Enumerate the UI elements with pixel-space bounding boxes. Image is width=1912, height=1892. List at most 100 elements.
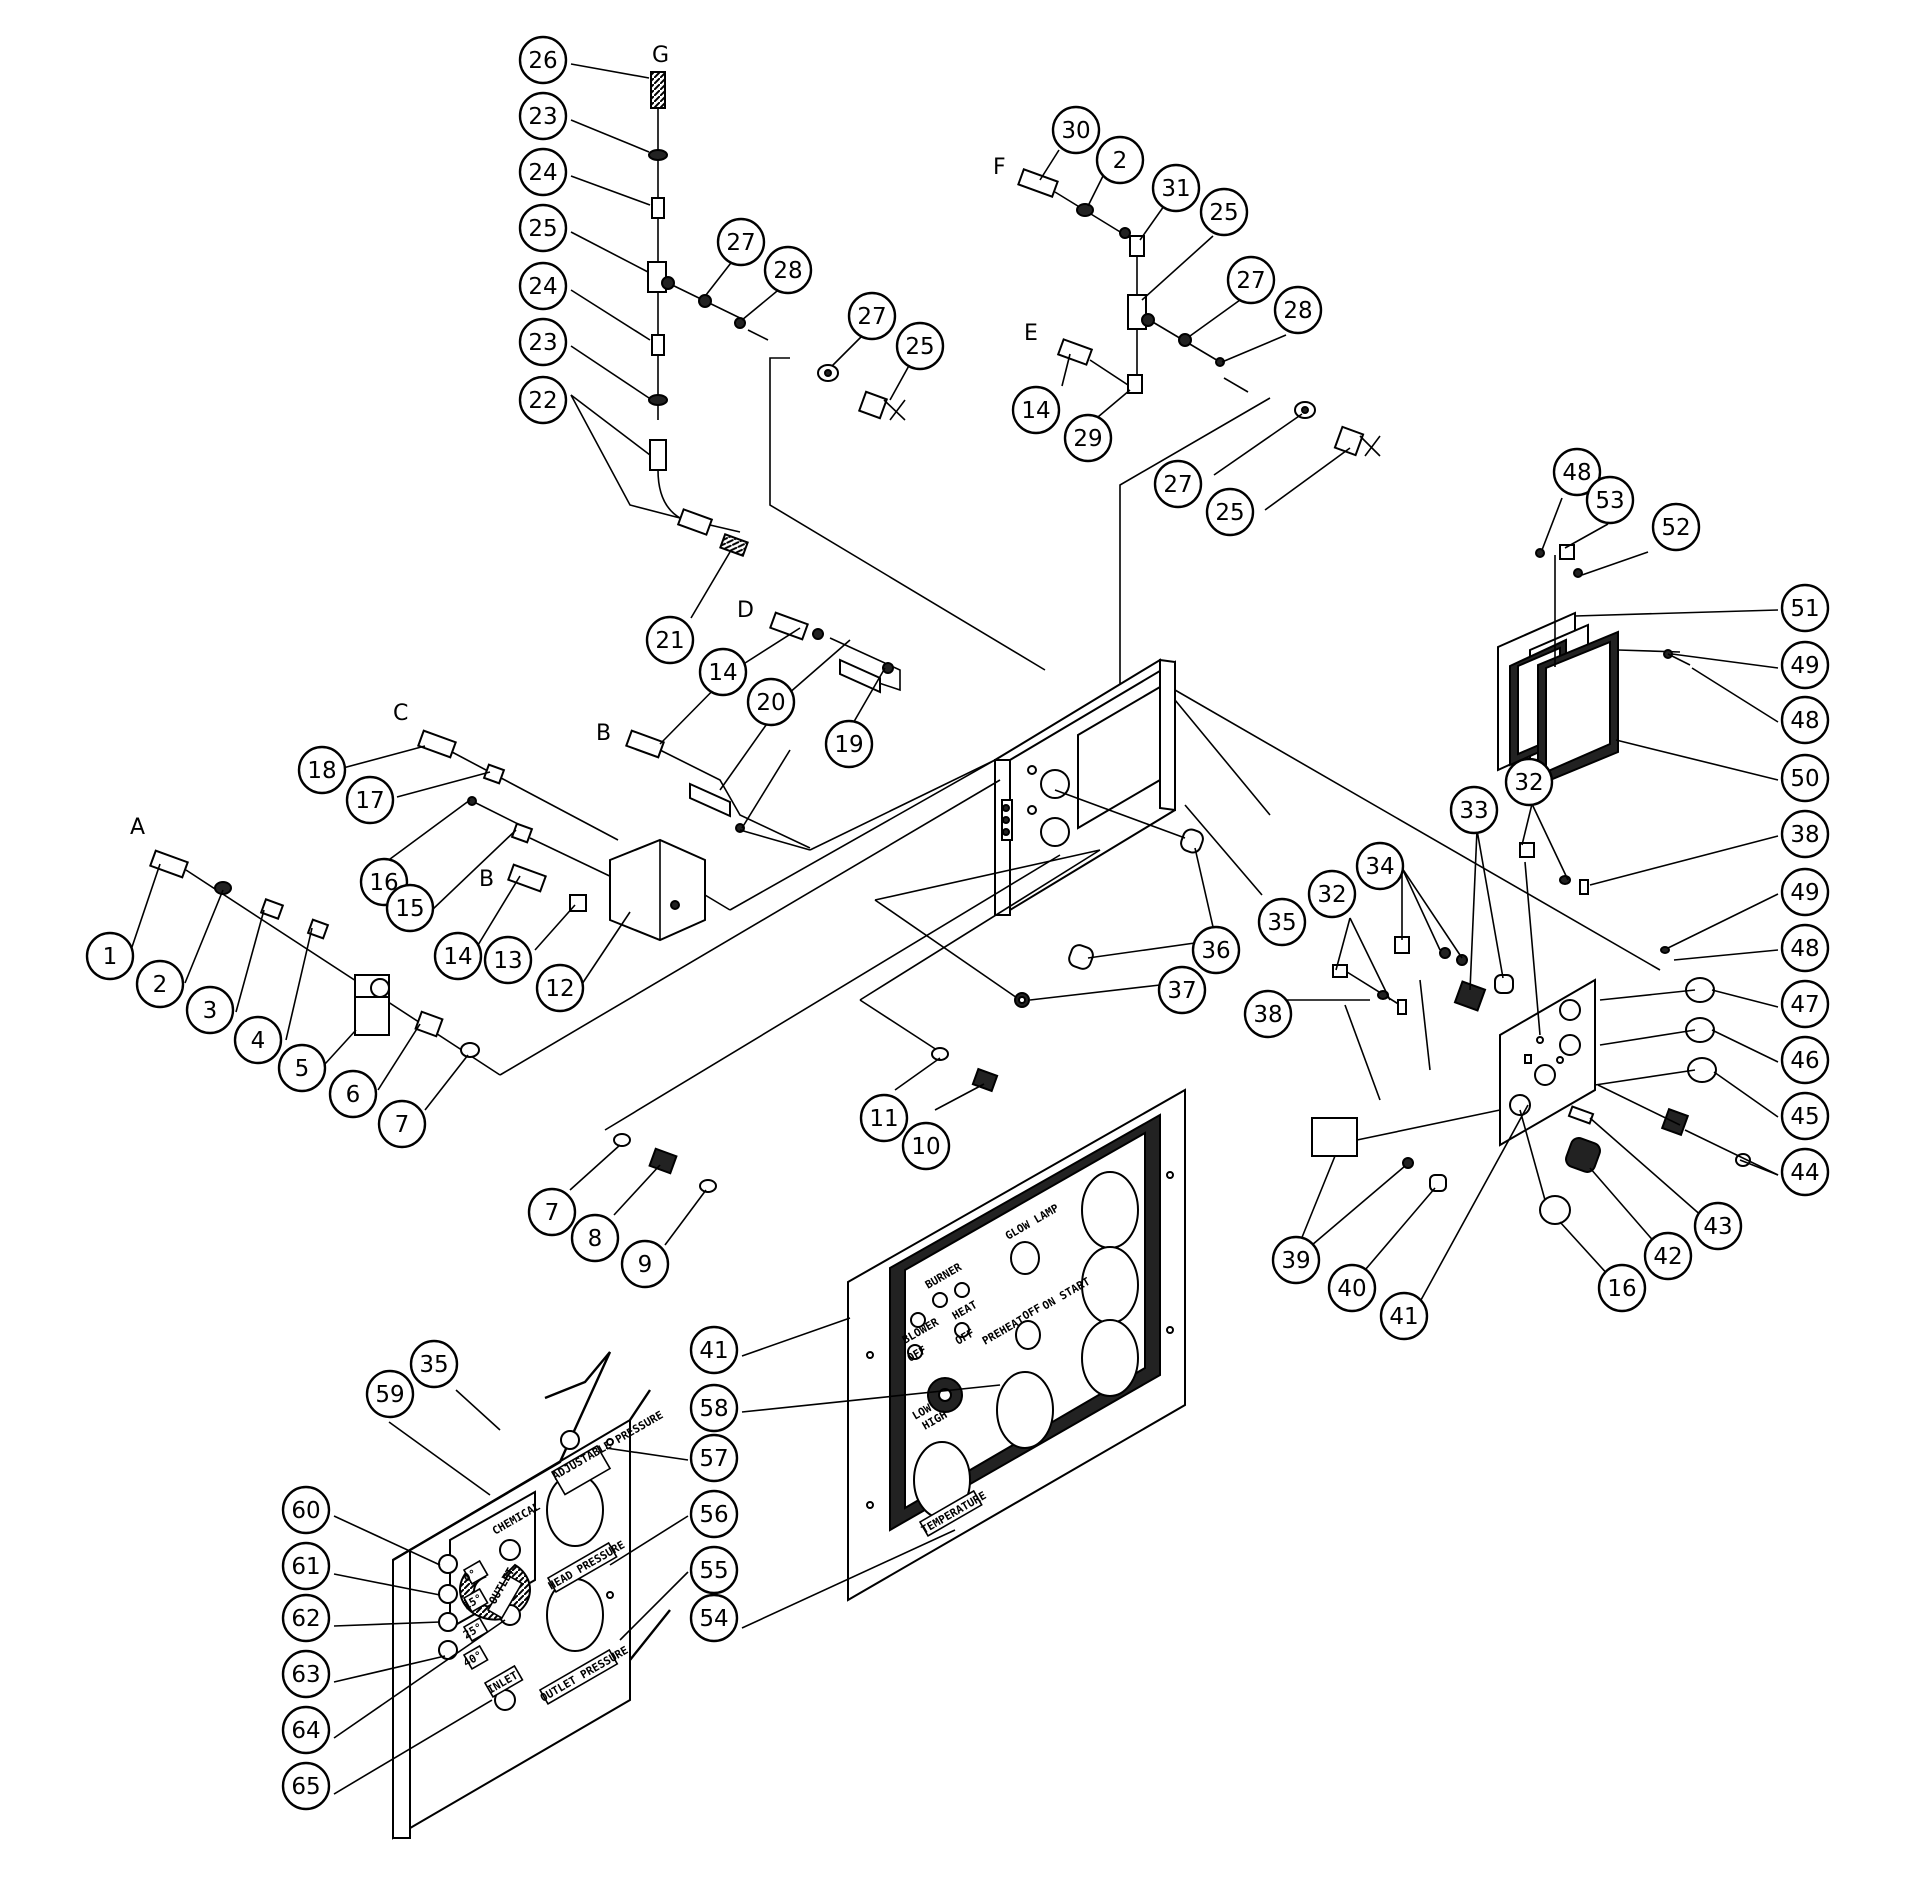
callout-number: 38 xyxy=(1253,1002,1282,1028)
callout-circle xyxy=(281,1705,331,1755)
callout-number: 38 xyxy=(1790,822,1819,848)
callout-number: 42 xyxy=(1653,1244,1682,1270)
main-panel-frame xyxy=(994,658,1661,971)
callout-25: 25 xyxy=(1199,187,1249,237)
strainer-26 xyxy=(650,71,666,109)
valve-25b xyxy=(1333,425,1365,457)
callout-circle xyxy=(716,217,766,267)
callout-28: 28 xyxy=(763,245,813,295)
callout-number: 43 xyxy=(1703,1214,1732,1240)
callout-circle xyxy=(135,959,185,1009)
callout-number: 32 xyxy=(1514,770,1543,796)
fitting-21 xyxy=(719,533,749,557)
callout-circle xyxy=(518,91,568,141)
callout-number: 12 xyxy=(545,976,574,1002)
callout-number: 31 xyxy=(1161,176,1190,202)
callout-25: 25 xyxy=(1205,487,1255,537)
callout-number: 49 xyxy=(1790,880,1819,906)
callout-circle xyxy=(1585,475,1635,525)
callout-circle xyxy=(1552,447,1602,497)
callout-circle xyxy=(1379,1291,1429,1341)
callout-circle xyxy=(1199,187,1249,237)
knob-40 xyxy=(1429,1174,1447,1192)
callout-circle xyxy=(518,261,568,311)
callout-circle xyxy=(901,1121,951,1171)
callout-32: 32 xyxy=(1307,869,1357,919)
callout-30: 30 xyxy=(1051,105,1101,155)
callout-63: 63 xyxy=(281,1649,331,1699)
callout-number: 55 xyxy=(699,1558,728,1584)
callout-circle xyxy=(1780,753,1830,803)
callout-23: 23 xyxy=(518,317,568,367)
callout-48: 48 xyxy=(1780,695,1830,745)
callout-circle xyxy=(185,985,235,1035)
callout-circle xyxy=(1780,1035,1830,1085)
callout-59: 59 xyxy=(365,1369,415,1419)
callout-48: 48 xyxy=(1552,447,1602,497)
washer-7 xyxy=(460,1042,480,1058)
callout-43: 43 xyxy=(1693,1201,1743,1251)
washer-7b xyxy=(613,1133,631,1147)
callout-circle xyxy=(689,1593,739,1643)
callout-number: 14 xyxy=(708,660,737,686)
callout-circle xyxy=(1273,285,1323,335)
callout-number: 30 xyxy=(1061,118,1090,144)
callout-number: 28 xyxy=(1283,298,1312,324)
callout-55: 55 xyxy=(689,1545,739,1595)
hose-22 xyxy=(649,439,667,471)
letter-b-1: B xyxy=(596,721,611,746)
callout-circle xyxy=(281,1761,331,1811)
callout-61: 61 xyxy=(281,1541,331,1591)
callout-circle xyxy=(518,147,568,197)
callout-34: 34 xyxy=(1355,841,1405,891)
callout-circle xyxy=(1205,487,1255,537)
assembly-a xyxy=(149,779,1001,1076)
hole-b xyxy=(1040,817,1070,847)
callout-circle xyxy=(345,775,395,825)
callout-number: 25 xyxy=(1209,200,1238,226)
callout-41: 41 xyxy=(1379,1291,1429,1341)
callout-33: 33 xyxy=(1449,785,1499,835)
callout-49: 49 xyxy=(1780,640,1830,690)
callout-circle xyxy=(518,375,568,425)
callout-circle xyxy=(281,1649,331,1699)
washer-23b xyxy=(648,394,668,406)
callout-19: 19 xyxy=(824,719,874,769)
callout-circle xyxy=(1780,640,1830,690)
callout-circle xyxy=(689,1325,739,1375)
pipe-14e xyxy=(1056,338,1094,366)
callout-number: 35 xyxy=(1267,910,1296,936)
callout-42: 42 xyxy=(1643,1231,1693,1281)
callout-circle xyxy=(1643,1231,1693,1281)
letter-d: D xyxy=(737,598,754,623)
callout-47: 47 xyxy=(1780,979,1830,1029)
callout-53: 53 xyxy=(1585,475,1635,525)
callout-circle xyxy=(1449,785,1499,835)
callout-number: 2 xyxy=(1113,148,1128,174)
callout-number: 1 xyxy=(103,944,118,970)
callout-circle xyxy=(689,1545,739,1595)
nipple-24a xyxy=(651,197,665,219)
callout-circle xyxy=(1780,809,1830,859)
fitting-15 xyxy=(510,822,534,844)
callout-number: 28 xyxy=(773,258,802,284)
callout-13: 13 xyxy=(483,935,533,985)
callout-27: 27 xyxy=(847,291,897,341)
callout-circle xyxy=(1063,413,1113,463)
callout-circle xyxy=(1780,923,1830,973)
letter-b-2: B xyxy=(479,867,494,892)
callout-31: 31 xyxy=(1151,163,1201,213)
callout-45: 45 xyxy=(1780,1091,1830,1141)
callout-number: 26 xyxy=(528,48,557,74)
front-panel-35: 0° 15° 25° 40° CHEMICAL ADJUSTABLE PRESS… xyxy=(392,1351,671,1840)
callout-circle xyxy=(328,1069,378,1119)
callout-circle xyxy=(689,1489,739,1539)
callout-28: 28 xyxy=(1273,285,1323,335)
callout-number: 48 xyxy=(1562,460,1591,486)
callout-circle xyxy=(746,677,796,727)
callout-number: 61 xyxy=(291,1554,320,1580)
callout-number: 33 xyxy=(1459,798,1488,824)
washer-23a xyxy=(648,149,668,161)
callout-number: 52 xyxy=(1661,515,1690,541)
callout-circle xyxy=(763,245,813,295)
